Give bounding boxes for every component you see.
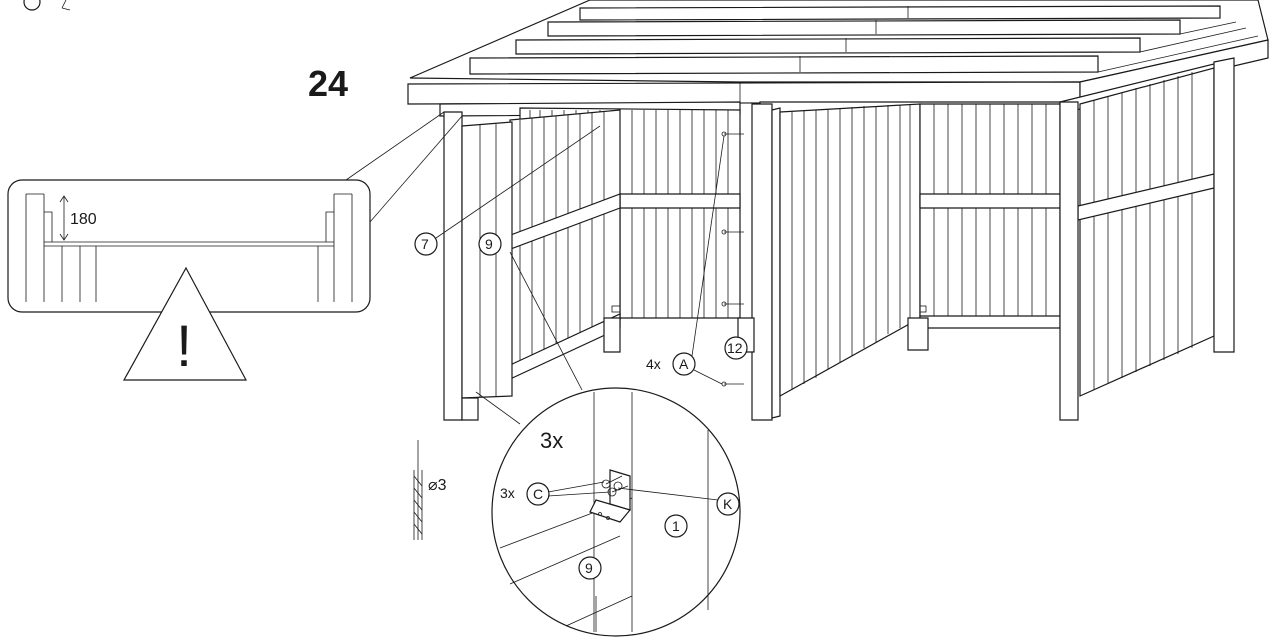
part-7-label: 7 <box>421 236 429 252</box>
part-K-label: K <box>723 496 733 512</box>
warning-triangle: ! <box>122 266 248 381</box>
right-side-wall <box>1059 57 1235 421</box>
part-12-label: 12 <box>727 340 743 356</box>
partition-wall <box>779 103 921 398</box>
front-left-post <box>443 111 513 421</box>
part-1-label: 1 <box>672 518 680 534</box>
gap-detail-box: 180 <box>7 111 463 313</box>
step-number: 24 <box>308 63 348 104</box>
screw-C-quantity: 3x <box>500 485 515 501</box>
callout-part-12: 12 <box>724 336 748 360</box>
screw-markers <box>611 131 927 387</box>
right-back-wall <box>907 103 1061 351</box>
callout-part-A: 4x A <box>646 135 725 385</box>
screw-A-quantity: 4x <box>646 356 661 372</box>
callout-part-7: 7 <box>414 125 601 256</box>
previous-step-fragment <box>23 0 71 11</box>
drill-diameter-label: ⌀3 <box>428 477 447 494</box>
warning-symbol: ! <box>176 314 192 379</box>
drill-bit-icon: ⌀3 <box>413 440 447 540</box>
callout-part-9: 9 <box>478 232 502 256</box>
front-center-post <box>751 103 781 421</box>
bracket-detail-circle: 3x 3x C K 1 9 <box>475 251 741 637</box>
part-9-detail-label: 9 <box>585 560 593 576</box>
part-C-label: C <box>533 486 543 502</box>
gap-dimension-label: 180 <box>70 211 97 228</box>
roof <box>407 0 1269 117</box>
part-9-label: 9 <box>485 236 493 252</box>
bracket-quantity: 3x <box>540 428 563 453</box>
part-A-label: A <box>679 356 689 372</box>
left-side-wall <box>507 109 621 381</box>
